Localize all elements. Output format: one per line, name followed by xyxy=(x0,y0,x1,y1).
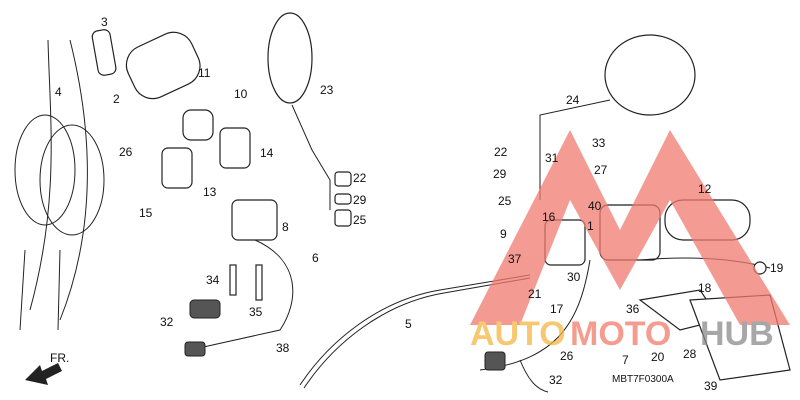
callout-right-32: 32 xyxy=(549,373,563,387)
callout-left-22: 22 xyxy=(353,171,367,185)
callout-left-14: 14 xyxy=(260,146,274,160)
callout-left-23: 23 xyxy=(320,83,334,97)
callout-left-2: 2 xyxy=(113,92,120,106)
watermark-logo: AUTO MOTO HUB xyxy=(470,130,790,353)
mirror-left xyxy=(267,12,331,210)
switch-left xyxy=(161,127,352,357)
mirror-right xyxy=(539,34,696,200)
callout-right-9: 9 xyxy=(500,227,507,241)
callout-left-6: 6 xyxy=(312,251,319,265)
front-label: FR. xyxy=(50,351,69,365)
callout-left-13: 13 xyxy=(203,185,217,199)
callout-right-37: 37 xyxy=(508,252,522,266)
callout-right-18: 18 xyxy=(698,281,712,295)
callout-left-29: 29 xyxy=(353,193,367,207)
watermark-auto: AUTO xyxy=(470,315,566,353)
callout-right-19: 19 xyxy=(770,261,784,275)
callout-right-30: 30 xyxy=(567,270,581,284)
grip-left xyxy=(91,29,214,141)
cables-left xyxy=(14,39,105,331)
callout-right-26: 26 xyxy=(560,349,574,363)
watermark-moto: MOTO xyxy=(570,315,671,353)
callout-right-29: 29 xyxy=(493,167,507,181)
callout-right-20: 20 xyxy=(651,350,665,364)
callout-right-22: 22 xyxy=(494,145,508,159)
callout-right-28: 28 xyxy=(683,347,697,361)
callout-left-4: 4 xyxy=(55,85,62,99)
callout-right-17: 17 xyxy=(550,302,564,316)
callout-right-39: 39 xyxy=(704,379,718,393)
callout-left-32: 32 xyxy=(160,315,174,329)
callout-left-38: 38 xyxy=(276,341,290,355)
callout-left-35: 35 xyxy=(249,305,263,319)
callout-right-1: 1 xyxy=(587,219,594,233)
callout-left-11: 11 xyxy=(198,66,211,80)
callout-right-40: 40 xyxy=(588,199,602,213)
callout-right-7: 7 xyxy=(622,353,629,367)
watermark-hub: HUB xyxy=(700,315,774,353)
callout-left-10: 10 xyxy=(234,87,248,101)
diagram-code: MBT7F0300A xyxy=(612,374,674,385)
callout-right-21: 21 xyxy=(528,287,542,301)
callout-right-16: 16 xyxy=(542,210,556,224)
callout-right-33: 33 xyxy=(592,136,606,150)
callout-left-15: 15 xyxy=(139,206,153,220)
front-arrow-icon: FR. xyxy=(25,351,69,385)
callout-left-25: 25 xyxy=(353,213,367,227)
callout-left-34: 34 xyxy=(206,273,220,287)
callout-right-27: 27 xyxy=(594,163,608,177)
callout-right-12: 12 xyxy=(698,182,712,196)
callout-right-31: 31 xyxy=(545,151,559,165)
callout-left-5: 5 xyxy=(405,317,412,331)
callout-right-24: 24 xyxy=(566,93,580,107)
callout-left-26: 26 xyxy=(119,145,133,159)
clutch-cable xyxy=(299,274,531,389)
callout-right-36: 36 xyxy=(626,302,640,316)
callout-right-25: 25 xyxy=(498,194,512,208)
callout-left-8: 8 xyxy=(282,220,289,234)
callout-left-3: 3 xyxy=(101,15,108,29)
